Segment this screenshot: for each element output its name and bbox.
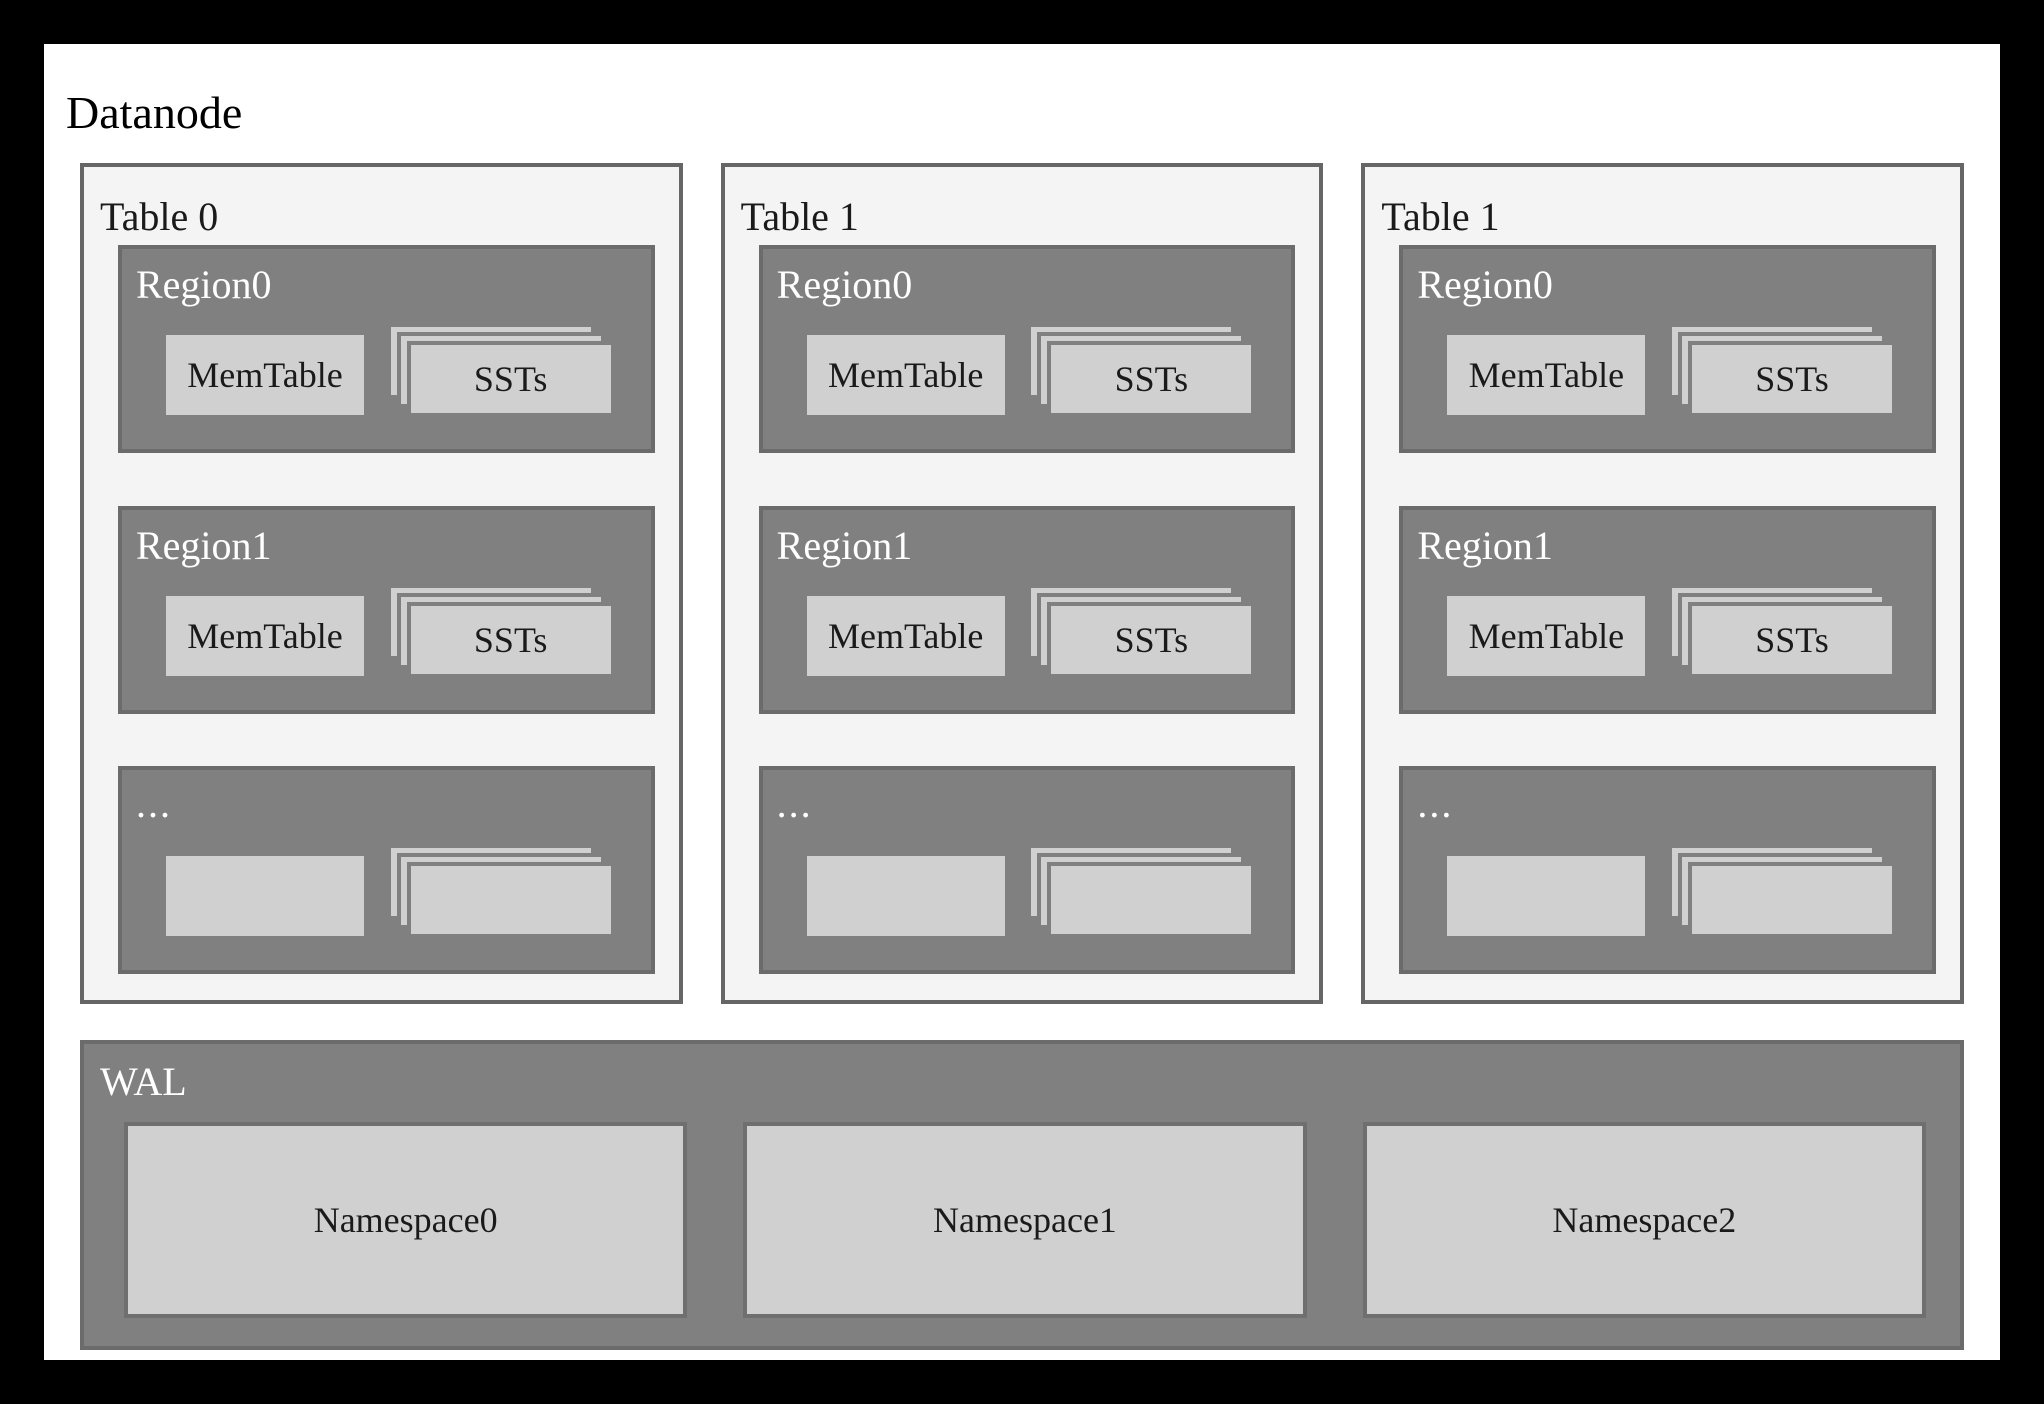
sst-layer-front: SSTs bbox=[406, 601, 615, 678]
region-inner bbox=[1443, 844, 1910, 948]
datanode-canvas: Datanode Table 0 Region0 MemTable SSTs bbox=[44, 44, 2000, 1360]
table-panel-0[interactable]: Table 0 Region0 MemTable SSTs bbox=[80, 163, 683, 1004]
tables-row: Table 0 Region0 MemTable SSTs bbox=[80, 163, 1965, 1004]
sst-layer-front: SSTs bbox=[1688, 341, 1897, 417]
region-box-ellipsis[interactable]: ... bbox=[118, 766, 655, 974]
memtable-box-empty[interactable] bbox=[802, 852, 1009, 940]
region-box-ellipsis[interactable]: ... bbox=[1399, 766, 1937, 974]
sst-stack[interactable]: SSTs bbox=[1668, 583, 1908, 688]
memtable-box[interactable]: MemTable bbox=[162, 591, 368, 680]
region-label: Region1 bbox=[776, 522, 913, 568]
sst-layer-front bbox=[1688, 862, 1897, 938]
sst-stack[interactable]: SSTs bbox=[386, 323, 627, 427]
region-label: Region1 bbox=[1417, 522, 1553, 568]
region-label: Region0 bbox=[776, 262, 913, 307]
region-box[interactable]: Region0 MemTable SSTs bbox=[758, 245, 1296, 453]
region-inner: MemTable SSTs bbox=[162, 323, 629, 427]
region-inner: MemTable SSTs bbox=[162, 583, 629, 688]
sst-layer-front: SSTs bbox=[1688, 601, 1897, 678]
region-label: Region0 bbox=[136, 262, 272, 307]
sst-layer-front: SSTs bbox=[1047, 341, 1256, 417]
region-inner: MemTable SSTs bbox=[1443, 583, 1910, 688]
memtable-box-empty[interactable] bbox=[1443, 852, 1650, 940]
regions-wrap: Region0 MemTable SSTs Region1 M bbox=[118, 245, 655, 974]
table-label: Table 1 bbox=[1381, 194, 1500, 239]
region-inner: MemTable SSTs bbox=[1443, 323, 1910, 427]
region-label: Region0 bbox=[1417, 262, 1553, 307]
region-label-ellipsis: ... bbox=[1417, 781, 1454, 826]
sst-stack-empty[interactable] bbox=[386, 844, 627, 948]
sst-stack[interactable]: SSTs bbox=[1027, 583, 1267, 688]
sst-layer-front: SSTs bbox=[1047, 601, 1256, 678]
sst-stack[interactable]: SSTs bbox=[1668, 323, 1908, 427]
region-inner bbox=[802, 844, 1270, 948]
region-box[interactable]: Region0 MemTable SSTs bbox=[118, 245, 655, 453]
region-inner: MemTable SSTs bbox=[802, 323, 1270, 427]
wal-label: WAL bbox=[100, 1059, 187, 1104]
memtable-box[interactable]: MemTable bbox=[162, 331, 368, 419]
namespace-box-1[interactable]: Namespace1 bbox=[743, 1122, 1307, 1318]
memtable-box[interactable]: MemTable bbox=[1443, 331, 1650, 419]
sst-stack[interactable]: SSTs bbox=[386, 583, 627, 688]
memtable-box[interactable]: MemTable bbox=[1443, 591, 1650, 680]
memtable-box-empty[interactable] bbox=[162, 852, 368, 940]
table-label: Table 1 bbox=[740, 194, 859, 239]
table-panel-2[interactable]: Table 1 Region0 MemTable SSTs bbox=[1361, 163, 1965, 1004]
sst-stack[interactable]: SSTs bbox=[1027, 323, 1267, 427]
region-box-ellipsis[interactable]: ... bbox=[758, 766, 1296, 974]
table-panel-1[interactable]: Table 1 Region0 MemTable SSTs bbox=[720, 163, 1324, 1004]
region-inner: MemTable SSTs bbox=[802, 583, 1270, 688]
namespace-box-2[interactable]: Namespace2 bbox=[1362, 1122, 1926, 1318]
page-title: Datanode bbox=[66, 87, 243, 138]
sst-layer-front bbox=[406, 862, 615, 938]
region-label: Region1 bbox=[136, 522, 272, 568]
table-label: Table 0 bbox=[100, 194, 219, 239]
region-label-ellipsis: ... bbox=[136, 781, 172, 826]
wal-section[interactable]: WAL Namespace0 Namespace1 Namespace2 bbox=[80, 1040, 1964, 1350]
wal-namespaces-row: Namespace0 Namespace1 Namespace2 bbox=[124, 1122, 1926, 1318]
sst-layer-front bbox=[1047, 862, 1256, 938]
sst-stack-empty[interactable] bbox=[1668, 844, 1908, 948]
region-box[interactable]: Region1 MemTable SSTs bbox=[1399, 505, 1937, 714]
sst-stack-empty[interactable] bbox=[1027, 844, 1267, 948]
memtable-box[interactable]: MemTable bbox=[802, 591, 1009, 680]
region-box[interactable]: Region1 MemTable SSTs bbox=[758, 505, 1296, 714]
namespace-box-0[interactable]: Namespace0 bbox=[124, 1122, 688, 1318]
region-box[interactable]: Region1 MemTable SSTs bbox=[118, 505, 655, 714]
sst-layer-front: SSTs bbox=[406, 341, 615, 417]
memtable-box[interactable]: MemTable bbox=[802, 331, 1009, 419]
region-box[interactable]: Region0 MemTable SSTs bbox=[1399, 245, 1937, 453]
regions-wrap: Region0 MemTable SSTs Region1 M bbox=[758, 245, 1296, 974]
regions-wrap: Region0 MemTable SSTs Region1 M bbox=[1399, 245, 1937, 974]
region-label-ellipsis: ... bbox=[776, 781, 813, 826]
region-inner bbox=[162, 844, 629, 948]
